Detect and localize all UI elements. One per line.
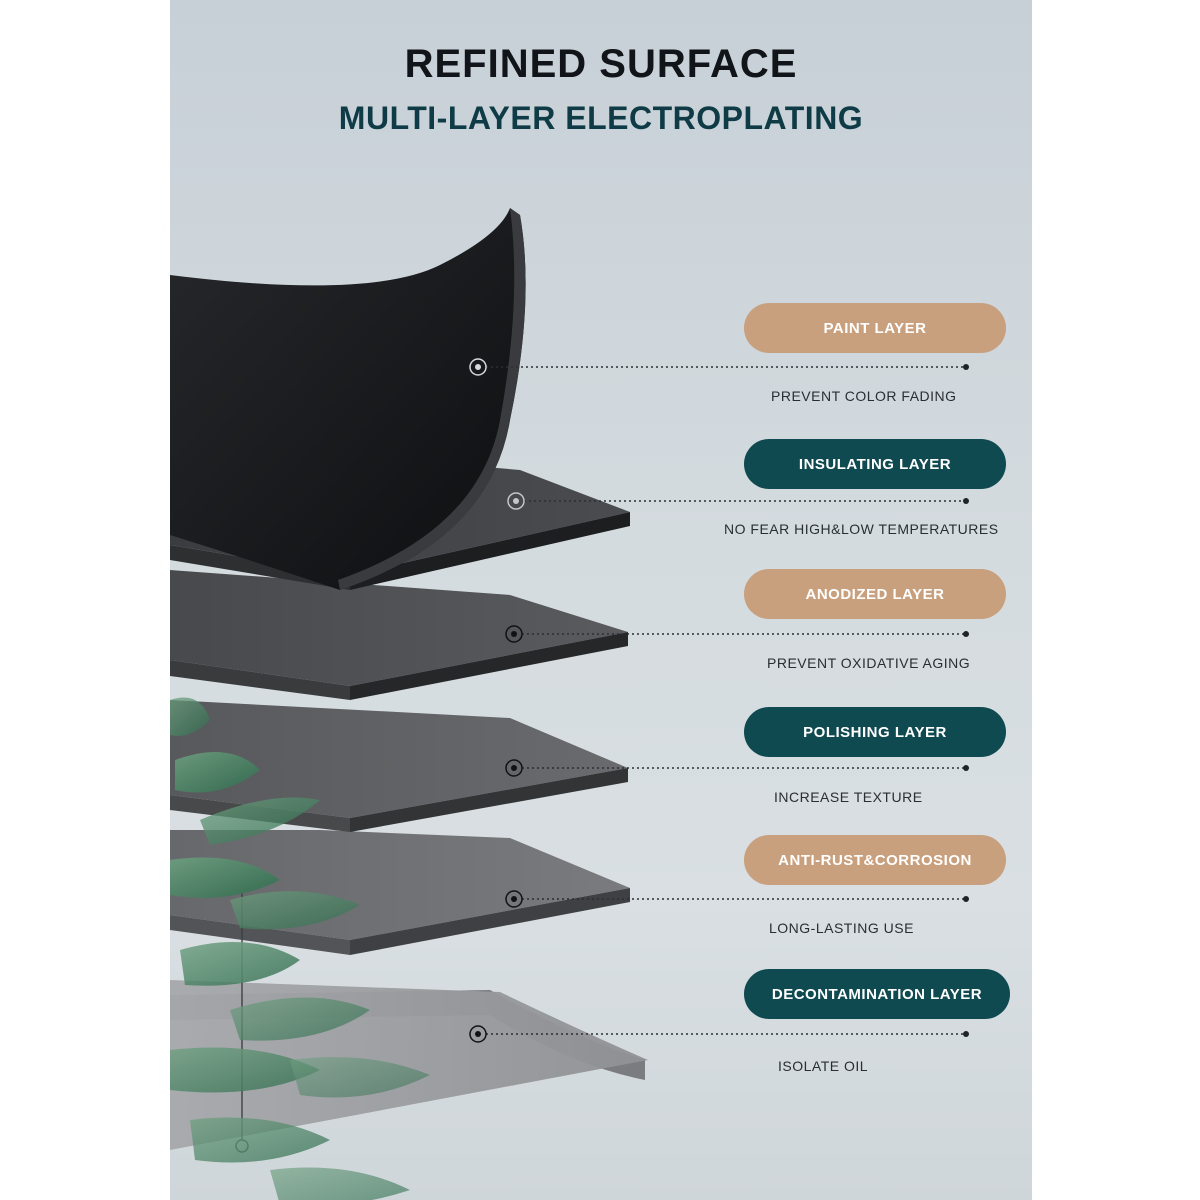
target-dot-icon [505, 625, 523, 643]
layer-description: INCREASE TEXTURE [774, 789, 923, 805]
layer-label-text: POLISHING LAYER [803, 723, 947, 741]
connector-lines [486, 366, 966, 1035]
layer-label-insulating: INSULATING LAYER [744, 439, 1006, 489]
target-dot-icon [469, 1025, 487, 1043]
layer-label-text: DECONTAMINATION LAYER [771, 985, 983, 1003]
layer-description: NO FEAR HIGH&LOW TEMPERATURES [724, 521, 999, 537]
layer-label-text: PAINT LAYER [823, 319, 927, 337]
layer-description: LONG-LASTING USE [769, 920, 914, 936]
page-title: REFINED SURFACE [404, 42, 798, 86]
plant-decoration [170, 697, 430, 1200]
layer-description: PREVENT OXIDATIVE AGING [767, 655, 971, 671]
polishing-sheet [170, 700, 628, 832]
connector-end-dots [963, 364, 969, 1037]
target-dot-icon [507, 492, 525, 510]
target-dot-icon [505, 890, 523, 908]
layer-label-anti-rust: ANTI-RUST&CORROSION [744, 835, 1006, 885]
layer-stack-illustration [170, 208, 969, 1200]
anodized-sheet [170, 570, 628, 700]
page-subtitle: MULTI-LAYER ELECTROPLATING [338, 100, 864, 136]
layer-label-decontamination: DECONTAMINATION LAYER [744, 969, 1010, 1019]
layer-label-text: INSULATING LAYER [798, 455, 952, 473]
layer-label-anodized: ANODIZED LAYER [744, 569, 1006, 619]
layer-label-paint: PAINT LAYER [744, 303, 1006, 353]
paint-sheet [170, 208, 526, 590]
layer-label-polishing: POLISHING LAYER [744, 707, 1006, 757]
target-dot-icon [469, 358, 487, 376]
target-dot-icon [505, 759, 523, 777]
layer-description: ISOLATE OIL [778, 1058, 869, 1074]
layer-description: PREVENT COLOR FADING [771, 388, 957, 404]
product-panel: REFINED SURFACE MULTI-LAYER ELECTROPLATI… [170, 0, 1032, 1200]
layer-label-text: ANTI-RUST&CORROSION [778, 851, 972, 869]
layer-label-text: ANODIZED LAYER [805, 585, 945, 603]
